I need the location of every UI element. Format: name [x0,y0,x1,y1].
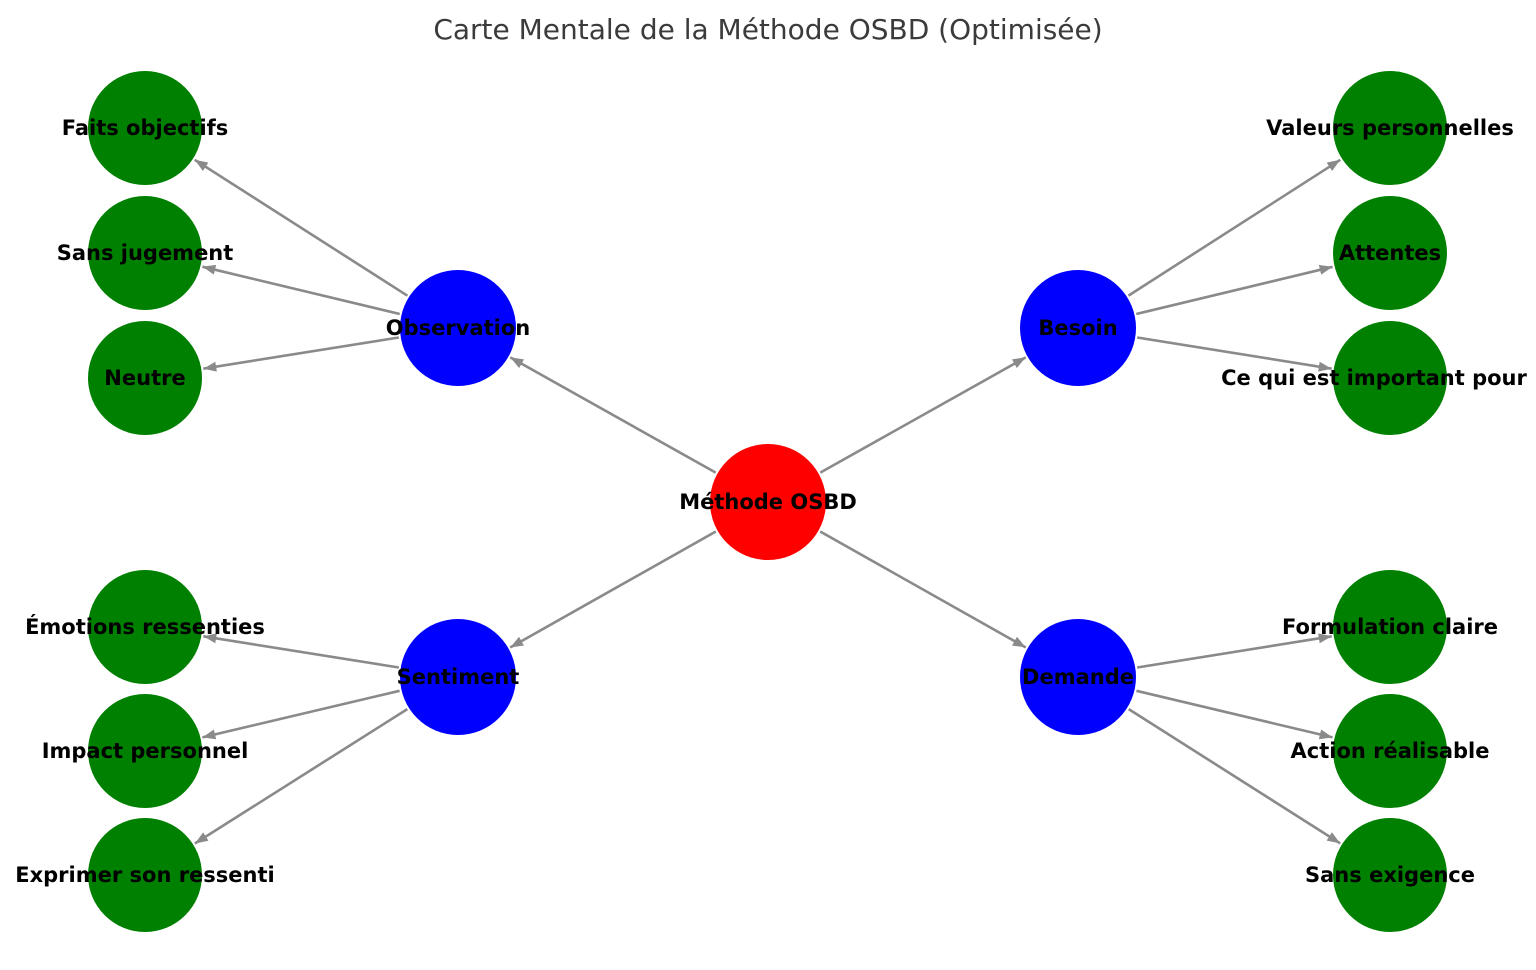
node-circle-neutre [88,321,202,435]
node-label-sentiment: Sentiment [397,665,520,689]
edge-demande-to-sans-exigence [1128,708,1341,845]
edge-besoin-to-attentes [1135,264,1333,316]
edge-root-to-demande [819,530,1027,649]
node-circle-demande [1020,619,1136,735]
node-label-sans-exigence: Sans exigence [1305,863,1475,887]
node-label-valeurs: Valeurs personnelles [1266,116,1514,140]
node-circle-root [710,444,826,560]
edge-root-to-observation [509,356,717,474]
node-circle-sentiment [400,619,516,735]
nodes [88,71,1447,932]
node-circle-impact [88,694,202,808]
node-label-formulation: Formulation claire [1282,615,1498,639]
edges [194,158,1342,845]
node-circle-valeurs [1333,71,1447,185]
node-circle-faits [88,71,202,185]
node-circle-important [1333,321,1447,435]
node-label-exprimer: Exprimer son ressenti [15,863,275,887]
node-label-attentes: Attentes [1339,241,1441,265]
node-label-emotions: Émotions ressenties [25,614,265,639]
edge-sentiment-to-impact [202,689,400,740]
node-label-root: Méthode OSBD [679,490,857,514]
node-circle-attentes [1333,196,1447,310]
edge-besoin-to-important [1136,336,1332,372]
node-circle-sans-jugement [88,196,202,310]
node-circle-formulation [1333,570,1447,684]
node-circle-sans-exigence [1333,818,1447,932]
node-label-impact: Impact personnel [42,739,249,763]
edge-demande-to-action [1136,689,1333,740]
edge-observation-to-sans-jugement [202,264,401,316]
node-label-demande: Demande [1022,665,1134,689]
node-circle-action [1333,694,1447,808]
node-label-faits: Faits objectifs [62,116,229,140]
edge-observation-to-neutre [203,336,400,372]
node-label-neutre: Neutre [104,366,185,390]
edge-sentiment-to-emotions [203,633,400,669]
edge-root-to-besoin [819,356,1027,474]
node-label-important: Ce qui est important pour [1221,366,1527,390]
edge-besoin-to-valeurs [1127,158,1342,297]
node-circle-exprimer [88,818,202,932]
node-circle-observation [400,270,516,386]
node-label-sans-jugement: Sans jugement [57,241,234,265]
edge-sentiment-to-exprimer [194,708,408,845]
edge-demande-to-formulation [1136,633,1332,669]
node-label-action: Action réalisable [1291,739,1490,763]
node-label-observation: Observation [386,316,530,340]
node-label-besoin: Besoin [1038,316,1117,340]
edge-root-to-sentiment [509,530,717,649]
node-circle-besoin [1020,270,1136,386]
edge-observation-to-faits [194,158,409,297]
node-circle-emotions [88,570,202,684]
diagram-title: Carte Mentale de la Méthode OSBD (Optimi… [433,13,1103,46]
